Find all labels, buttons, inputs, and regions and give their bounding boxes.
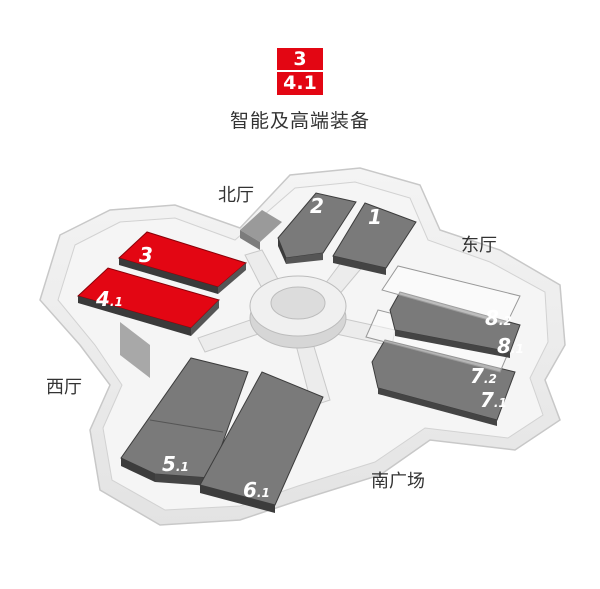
hall-7-1: [371, 339, 516, 426]
badge-hall-4-1: 4.1: [277, 72, 323, 95]
north-hall-label: 北厅: [218, 185, 254, 206]
hall-2-number: 2: [310, 194, 324, 218]
hall-5-1: [120, 357, 249, 486]
hall-6-1-number: 6.1: [243, 478, 270, 502]
hall-3: [118, 231, 248, 294]
hall-7-1-number: 7.1: [480, 388, 507, 412]
east-hall-label: 东厅: [461, 235, 497, 256]
hall-8-2: [381, 265, 521, 326]
south-plaza-label: 南广场: [371, 471, 425, 492]
highlight-title: 智能及高端装备: [229, 110, 370, 132]
hall-1: [332, 202, 417, 275]
north-entrance: [240, 210, 282, 250]
hall-4-1-number: 4.1: [96, 287, 123, 311]
highlight-badge: 3 4.1: [277, 48, 323, 95]
central-rotunda: [249, 275, 347, 349]
hall-3-number: 3: [139, 243, 153, 267]
hall-4-1: [77, 267, 220, 336]
hall-5-1-number: 5.1: [162, 452, 189, 476]
hall-7-2-number: 7.2: [470, 364, 497, 388]
hall-8-1-number: 8.1: [497, 334, 524, 358]
west-hall-label: 西厅: [46, 377, 82, 398]
hall-1-number: 1: [368, 205, 382, 229]
hall-2: [277, 192, 357, 264]
badge-hall-3: 3: [277, 48, 323, 70]
west-entrance: [120, 322, 150, 378]
hall-8-2-number: 8.2: [485, 306, 512, 330]
hall-6-1: [199, 371, 324, 513]
